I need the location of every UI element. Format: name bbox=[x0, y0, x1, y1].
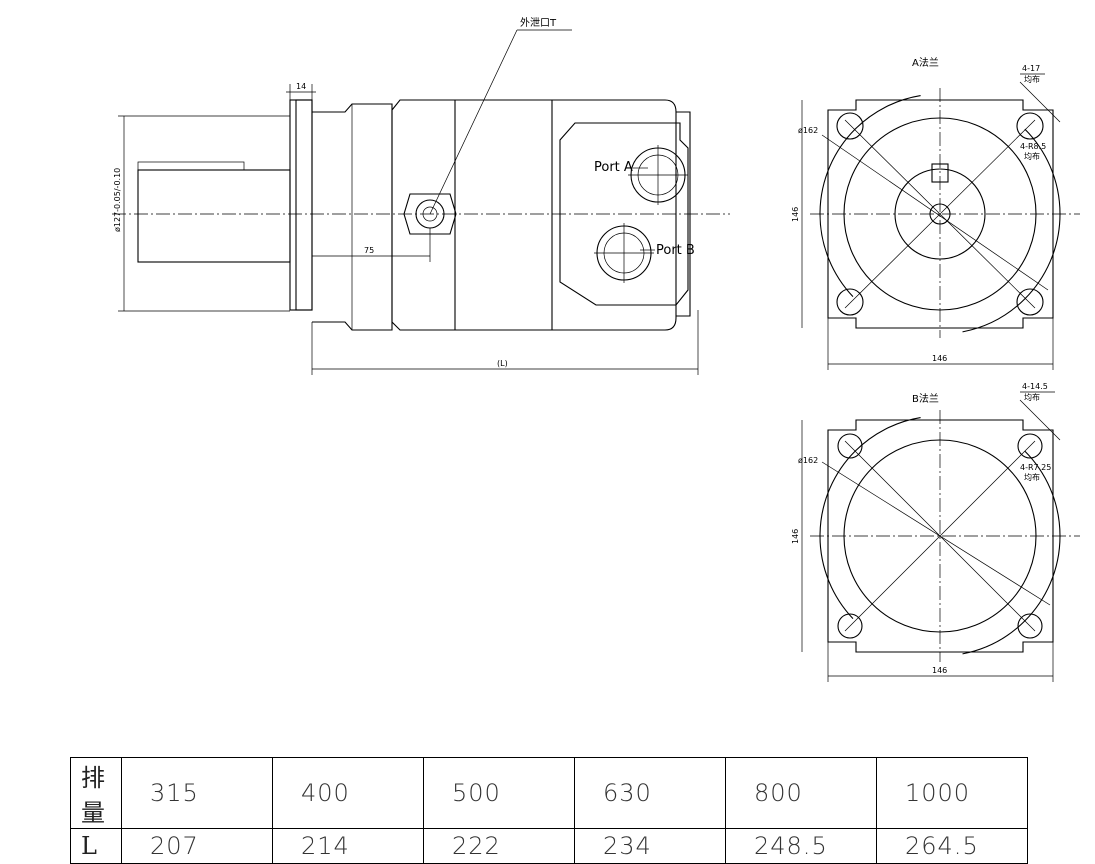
table-cell: 214 bbox=[272, 828, 424, 864]
table-cell: 630 bbox=[574, 757, 726, 829]
flange-a-hole-br bbox=[1016, 288, 1044, 316]
table-row-length: L 207 214 222 234 248.5 264.5 bbox=[70, 828, 1028, 864]
flange-b-hole-tl bbox=[837, 433, 863, 459]
flange-b-hole-leader bbox=[1019, 399, 1061, 441]
flange-a-hole-note: 均布 bbox=[1024, 74, 1040, 84]
flange-b-dia162: ø162 bbox=[798, 456, 818, 465]
table-cell: 248.5 bbox=[725, 828, 877, 864]
table-cell: 264.5 bbox=[876, 828, 1028, 864]
drain-leader bbox=[429, 29, 518, 215]
flange-b-body bbox=[827, 419, 1054, 653]
flange-pilot bbox=[295, 99, 313, 311]
row-label-length: L bbox=[70, 828, 122, 864]
rear-cap bbox=[676, 111, 691, 317]
table-cell: 500 bbox=[423, 757, 575, 829]
flange-a-hole-leader bbox=[1019, 81, 1061, 123]
port-block bbox=[559, 122, 689, 306]
flange-a-hole-spec: 4-17 bbox=[1022, 64, 1040, 73]
flange-a-hole-bl bbox=[836, 288, 864, 316]
flange-b-view: B法兰 ø162 146 146 4-14.5 均布 4-R7.25 均布 bbox=[791, 382, 1080, 682]
flange-b-hole-bl bbox=[837, 613, 863, 639]
flange-b-dia-leader bbox=[821, 461, 1051, 606]
flange-a-dia-leader bbox=[821, 134, 1049, 291]
side-view: Port A Port B 外泄口T 14 75 (L) bbox=[112, 16, 730, 375]
output-shaft bbox=[137, 169, 291, 263]
table-row-displacement: 排量 315 400 500 630 800 1000 bbox=[70, 757, 1028, 829]
dim-75-label: 75 bbox=[364, 246, 374, 255]
flange-b-hole-tr bbox=[1017, 433, 1043, 459]
port-b-label: Port B bbox=[656, 243, 695, 258]
dim-l-label: (L) bbox=[497, 359, 508, 368]
flange-b-radius-spec: 4-R7.25 bbox=[1020, 463, 1051, 472]
flange-a-hole-tl bbox=[836, 112, 864, 140]
flange-a-diag-2 bbox=[844, 119, 1036, 309]
flange-a-radius-spec: 4-R8.5 bbox=[1020, 142, 1046, 151]
spec-table: 排量 315 400 500 630 800 1000 L 207 214 22… bbox=[70, 757, 1028, 864]
flange-b-title: B法兰 bbox=[912, 392, 939, 405]
flange-a-hole-tr bbox=[1016, 112, 1044, 140]
table-cell: 400 bbox=[272, 757, 424, 829]
dim-127-label: ø127-0.05/-0.10 bbox=[113, 168, 122, 232]
table-cell: 234 bbox=[574, 828, 726, 864]
row-label-displacement: 排量 bbox=[70, 757, 122, 829]
shaft-key bbox=[137, 161, 245, 171]
mounting-flange bbox=[289, 99, 313, 311]
flange-a-title: A法兰 bbox=[912, 56, 939, 69]
flange-a-radius-note: 均布 bbox=[1024, 151, 1040, 161]
port-a-label: Port A bbox=[594, 160, 633, 175]
flange-b-146-v: 146 bbox=[791, 529, 800, 544]
flange-b-radius-note: 均布 bbox=[1024, 472, 1040, 482]
flange-a-146-v: 146 bbox=[791, 207, 800, 222]
flange-a-146-h: 146 bbox=[932, 354, 947, 363]
drain-port-inner bbox=[422, 206, 438, 222]
table-cell: 222 bbox=[423, 828, 575, 864]
dim-14-label: 14 bbox=[296, 82, 306, 91]
table-cell: 315 bbox=[121, 757, 273, 829]
flange-b-146-h: 146 bbox=[932, 666, 947, 675]
flange-b-hole-spec: 4-14.5 bbox=[1022, 382, 1048, 391]
flange-a-view: A法兰 ø162 146 146 4-17 均布 4-R8.5 均布 bbox=[791, 56, 1080, 370]
table-cell: 207 bbox=[121, 828, 273, 864]
motor-housing bbox=[391, 99, 677, 331]
drain-port-label: 外泄口T bbox=[520, 16, 557, 29]
flange-b-hole-note: 均布 bbox=[1024, 392, 1040, 402]
flange-a-dia162: ø162 bbox=[798, 126, 818, 135]
flange-a-body bbox=[827, 99, 1054, 329]
table-cell: 1000 bbox=[876, 757, 1028, 829]
technical-drawing: Port A Port B 外泄口T 14 75 (L) bbox=[112, 16, 1080, 682]
drain-port-hex bbox=[403, 193, 457, 235]
table-cell: 800 bbox=[725, 757, 877, 829]
flange-b-hole-br bbox=[1017, 613, 1043, 639]
